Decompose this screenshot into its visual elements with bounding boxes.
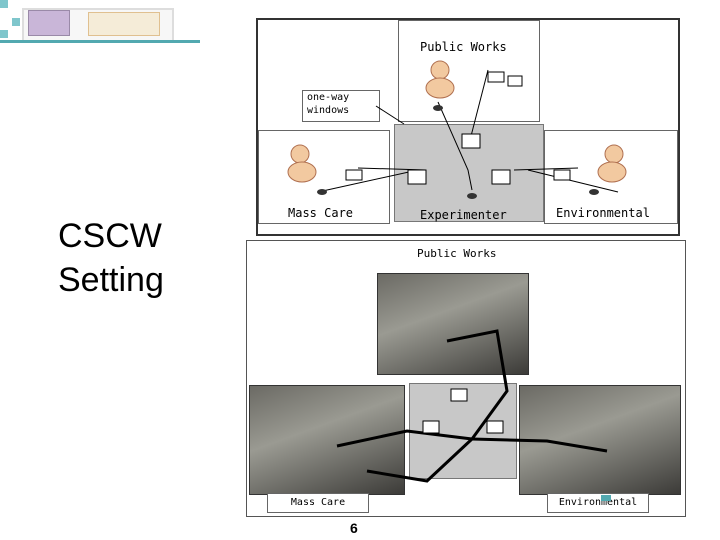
- environmental-photo-label: Environmental: [547, 493, 649, 513]
- camera-icon: [507, 75, 523, 87]
- public-works-label: Public Works: [420, 40, 507, 54]
- camera-icon: [487, 71, 505, 83]
- wire: [317, 169, 419, 193]
- cable: [471, 437, 608, 453]
- camera-icon: [345, 169, 363, 181]
- microphone-icon: [589, 189, 599, 195]
- public-works-room: [398, 20, 540, 122]
- accent-marker: [601, 495, 611, 501]
- monitor-icon: [491, 169, 511, 185]
- cable: [366, 437, 474, 483]
- public-works-photo: [377, 273, 529, 375]
- operator-figure-icon: [425, 77, 455, 99]
- schematic-diagram: Public Works Mass Care Experimenter Envi…: [256, 18, 680, 236]
- diagram-connections: [287, 60, 627, 199]
- operator-figure-icon: [604, 144, 624, 164]
- microphone-icon: [433, 105, 443, 111]
- monitor-icon: [461, 133, 481, 149]
- slide-title-line: Setting: [58, 261, 164, 299]
- decor-square: [0, 30, 8, 38]
- decor-square: [0, 0, 8, 8]
- one-way-windows-callout: one-way windows: [302, 90, 380, 122]
- wire: [469, 69, 489, 141]
- wire: [527, 169, 619, 193]
- callout-arrow: [375, 105, 405, 125]
- camera-icon: [467, 193, 477, 199]
- monitor-icon: [450, 388, 468, 402]
- header-rule: [0, 40, 200, 43]
- mass-care-photo: [249, 385, 405, 495]
- monitor-icon: [407, 169, 427, 185]
- photo-diagram: Public Works Mass Care Environmental: [246, 240, 686, 517]
- decor-square: [12, 18, 20, 26]
- wire: [437, 101, 473, 191]
- callout-text-line: one-way: [307, 92, 350, 103]
- page-number: 6: [350, 520, 358, 536]
- monitor-icon: [422, 420, 440, 434]
- mass-care-label: Mass Care: [288, 206, 354, 220]
- mass-care-room: [258, 130, 390, 224]
- operator-figure-icon: [597, 161, 627, 183]
- logo-image: [28, 10, 70, 36]
- operator-figure-icon: [430, 60, 450, 80]
- cable: [336, 429, 473, 448]
- camera-icon: [553, 169, 571, 181]
- operator-figure-icon: [287, 161, 317, 183]
- public-works-photo-label: Public Works: [417, 247, 497, 260]
- callout-text-line: windows: [307, 105, 350, 116]
- logo-text-block: [88, 12, 160, 36]
- environmental-label: Environmental: [556, 206, 650, 220]
- operator-figure-icon: [290, 144, 310, 164]
- wire: [513, 167, 579, 171]
- cable: [446, 329, 509, 440]
- microphone-icon: [317, 189, 327, 195]
- slide-title: CSCW Setting: [58, 214, 164, 302]
- photo-connections: [336, 329, 611, 501]
- slide-title-line: CSCW: [58, 217, 162, 255]
- experimenter-label: Experimenter: [420, 208, 507, 222]
- monitor-icon: [486, 420, 504, 434]
- mass-care-photo-label: Mass Care: [267, 493, 369, 513]
